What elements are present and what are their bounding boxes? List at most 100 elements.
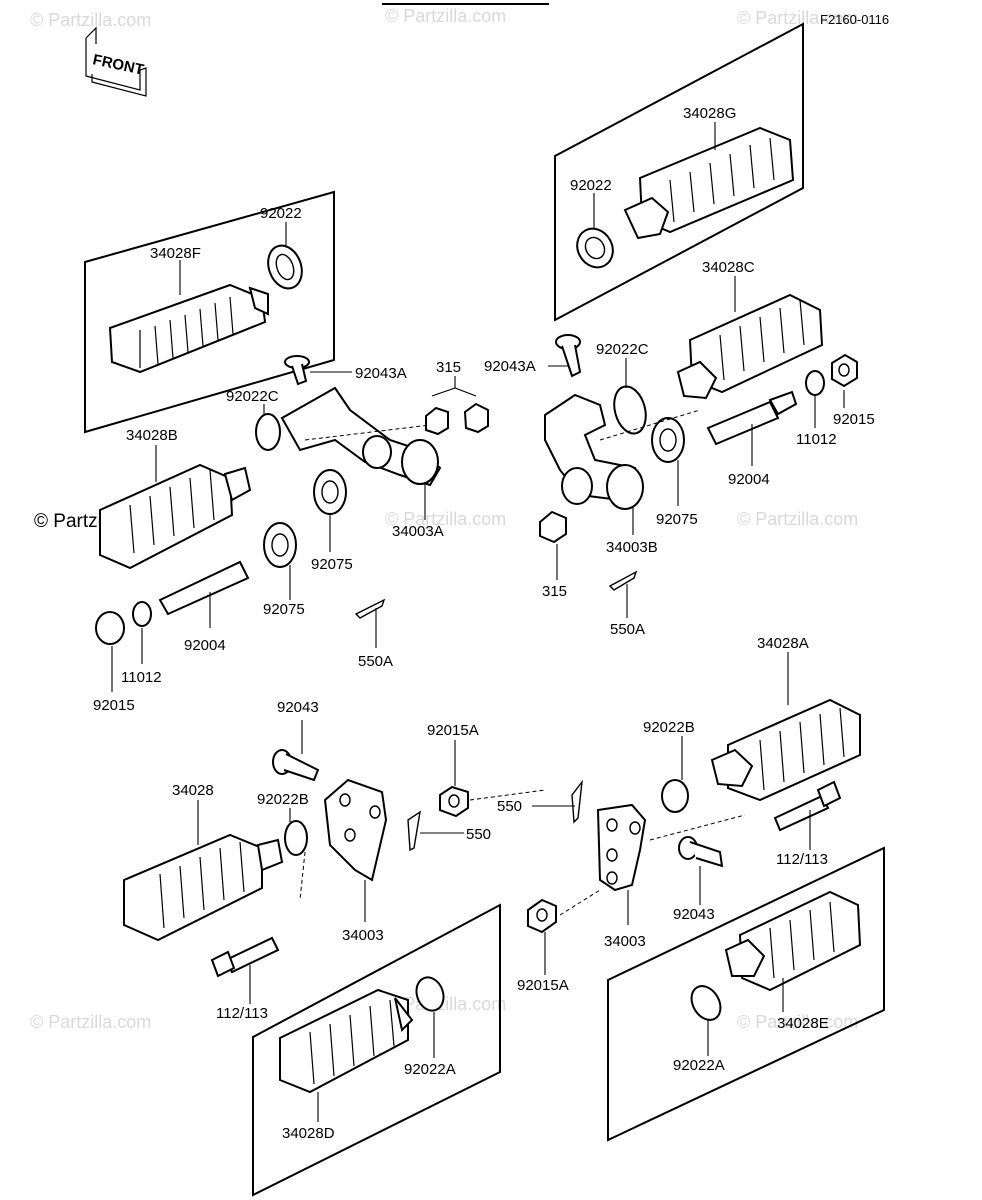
leader-lines [111,122,845,1122]
cotter-550A-left [354,598,386,619]
washer-92022B-right [661,779,689,813]
washer-92022C-right [613,385,647,435]
nut-315-bottom [539,510,567,544]
label-92075-mid: 92075 [311,556,353,573]
label-112-113-right: 112/113 [776,851,828,868]
diagram-ref-code: F2160-0116 [820,12,889,27]
pin-92004-left [158,560,250,616]
bracket-34003A [280,386,442,487]
label-34028E: 34028E [777,1015,829,1032]
cotter-550A-right [608,570,638,591]
box-34028F [84,190,335,434]
label-92075-left: 92075 [263,601,305,618]
box-34028D [252,903,501,1197]
label-92043A-right: 92043A [484,358,536,375]
footpeg-34028G [623,126,795,240]
label-315-bottom: 315 [542,583,567,600]
part-labels: 34028G 92022 92022 34028F 34028C 92043A … [93,105,875,1142]
nut-92015-left [95,611,125,645]
bolt-112-113-left [210,936,280,978]
label-92043A-left: 92043A [355,365,407,382]
washer-92022-left [267,244,303,290]
label-92015A-top: 92015A [427,722,479,739]
label-92022C-right: 92022C [596,341,649,358]
bracket-34003-left [323,778,388,882]
footpeg-34028 [123,833,284,942]
bushing-92075-left [263,522,297,568]
label-34003-right: 34003 [604,933,646,950]
label-92022B-right: 92022B [643,719,695,736]
label-34003A: 34003A [392,523,444,540]
pin-92043A-left [284,355,310,386]
label-315-top: 315 [436,359,461,376]
label-34003B: 34003B [606,539,658,556]
box-34028E [607,846,885,1142]
watermark: © Partzilla.com [737,1012,858,1032]
washer-11012-left [132,601,152,627]
label-550-left: 550 [497,798,522,815]
bracket-34003-right [596,803,647,892]
label-112-113-left: 112/113 [216,1005,268,1022]
nut-92015A-top [439,785,469,818]
box-34028G [554,22,804,322]
watermark: © Partzilla.com [30,10,151,30]
label-11012-right: 11012 [796,431,837,448]
label-92015-left: 92015 [93,697,135,714]
pin-92043-bottom [678,836,724,868]
washer-92022A-left [415,976,445,1012]
footpeg-34028E [724,890,862,992]
washer-92022-right [576,227,614,269]
cotter-550-left [407,810,421,852]
watermark: © Partzilla.com [385,994,506,1014]
bolt-112-113-right [773,780,842,832]
watermark-layer: © Partzilla.com © Partzilla.com © Partzi… [30,6,858,1032]
label-92022B-left: 92022B [257,791,309,808]
watermark: © Partzilla.com [30,1012,151,1032]
cotter-550-right [571,779,583,824]
watermark: © Partzilla.com [737,509,858,529]
pin-92043-top [272,749,320,782]
bracket-34003B [544,393,644,510]
footpeg-34028D [279,988,414,1094]
bushing-92075-mid [313,469,347,515]
bushing-92075-right [651,417,685,463]
label-34028G: 34028G [683,105,736,122]
nuts-315-top [425,402,489,436]
footpeg-34028A [710,698,861,802]
washer-92022B-left [284,820,308,856]
label-92004-right: 92004 [728,471,770,488]
watermark: © Partzilla.com [737,8,858,28]
washer-92022C-left [255,413,281,451]
nut-92015-right [831,353,858,388]
label-92022C-left: 92022C [226,388,279,405]
front-arrow-icon: FRONT [85,26,147,97]
footpeg-34028F [108,283,269,374]
nut-92015A-bottom [527,898,557,934]
front-label: FRONT [91,51,145,78]
label-34028: 34028 [172,782,214,799]
label-34028C: 34028C [702,259,755,276]
label-92015-right: 92015 [833,411,875,428]
label-11012-left: 11012 [121,669,162,686]
label-34028F: 34028F [150,245,201,262]
pin-92043A-right [555,334,582,378]
washer-11012-right [805,370,825,396]
label-92075-right: 92075 [656,511,698,528]
label-92022-left: 92022 [260,205,302,222]
label-92004-left: 92004 [184,637,226,654]
label-550A-right: 550A [610,621,645,638]
washer-92022A-right [690,985,722,1021]
assembly-lines [299,409,746,916]
label-92015A-bottom: 92015A [517,977,569,994]
pin-92004-right [706,390,798,446]
label-34028A: 34028A [757,635,809,652]
label-550A-left: 550A [358,653,393,670]
label-550-right: 550 [466,826,491,843]
footpeg-34028C [676,293,824,400]
watermark: © Partzilla.com [385,6,506,26]
footpeg-34028B [99,463,252,570]
label-92022A-left: 92022A [404,1061,456,1078]
label-92043-bottom: 92043 [673,906,715,923]
label-92022-right: 92022 [570,177,612,194]
